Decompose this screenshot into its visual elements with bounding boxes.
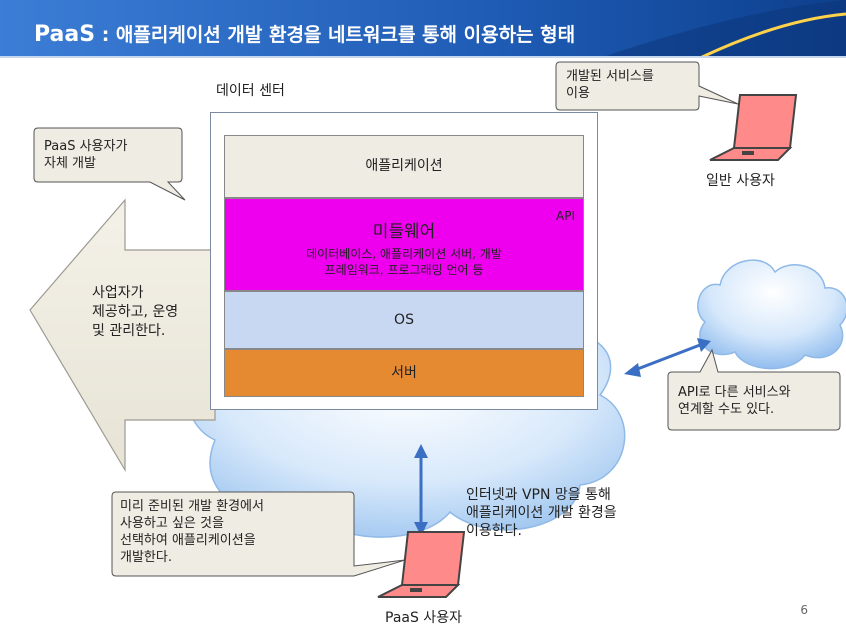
external-cloud	[697, 259, 846, 370]
callout-prepared-env: 미리 준비된 개발 환경에서 사용하고 싶은 것을 선택하여 애플리케이션을 개…	[120, 499, 264, 565]
caption-internet-vpn: 인터넷과 VPN 망을 통해 애플리케이션 개발 환경을 이용한다.	[466, 487, 617, 539]
callout-paas-self-dev: PaaS 사용자가 자체 개발	[44, 139, 128, 171]
server-layer: 서버	[224, 349, 584, 397]
middleware-layer-label: 미들웨어	[372, 222, 436, 242]
callout-bubbles	[33, 61, 841, 577]
server-layer-label: 서버	[391, 365, 417, 381]
callout-api-connect: API로 다른 서비스와 연계할 수도 있다.	[678, 385, 791, 417]
application-layer: 애플리케이션	[224, 135, 584, 198]
general-user-label: 일반 사용자	[706, 173, 775, 189]
api-tag: API	[556, 209, 575, 223]
title-bar: PaaS : 애플리케이션 개발 환경을 네트워크를 통해 이용하는 형태	[0, 0, 846, 58]
paas-user-laptop-icon	[377, 531, 466, 598]
middleware-layer-detail: 데이터베이스, 애플리케이션 서버, 개발 프레임워크, 프로그래밍 언어 등	[306, 247, 502, 277]
general-user-laptop-icon	[709, 94, 798, 161]
callout-use-services: 개발된 서비스를 이용	[566, 69, 654, 101]
os-layer-label: OS	[394, 312, 414, 328]
paas-user-label: PaaS 사용자	[385, 610, 462, 626]
connection-arrows	[414, 338, 711, 536]
title-bar-background	[0, 0, 846, 58]
page-title: PaaS : 애플리케이션 개발 환경을 네트워크를 통해 이용하는 형태	[34, 22, 576, 47]
middleware-layer: API 미들웨어 데이터베이스, 애플리케이션 서버, 개발 프레임워크, 프로…	[224, 198, 584, 291]
os-layer: OS	[224, 291, 584, 349]
page-number: 6	[800, 603, 808, 617]
application-layer-label: 애플리케이션	[365, 158, 443, 174]
data-center-label: 데이터 센터	[216, 83, 285, 99]
callout-provider: 사업자가 제공하고, 운영 및 관리한다.	[92, 285, 179, 339]
